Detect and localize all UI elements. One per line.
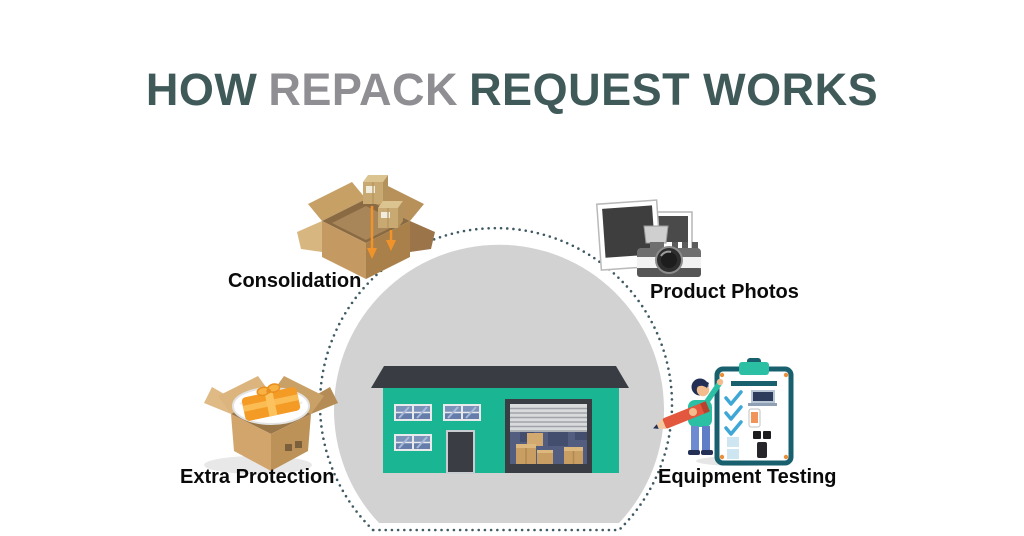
- small-parcel: [378, 201, 403, 228]
- warehouse-door: [446, 430, 475, 474]
- dotted-ring: [318, 226, 674, 532]
- check-marks: [724, 390, 743, 436]
- step-label-extra-protection: Extra Protection: [180, 466, 335, 488]
- drop-arrow: [386, 230, 396, 251]
- title-part-3: REQUEST WORKS: [469, 64, 879, 115]
- wrapped-gift: [241, 383, 301, 421]
- warehouse-window: [394, 404, 432, 421]
- garage-boxes: [516, 433, 583, 464]
- step-label-product-photos: Product Photos: [650, 281, 799, 303]
- title-part-2: REPACK: [268, 64, 459, 115]
- warehouse-window: [443, 404, 481, 421]
- drop-arrow: [367, 206, 377, 259]
- device-thumbnails: [748, 390, 777, 458]
- stacking-boxes-icon: [297, 175, 435, 279]
- warehouse-garage: [505, 399, 592, 473]
- step-label-equipment-testing: Equipment Testing: [658, 466, 837, 488]
- camera-photo-icon: [595, 199, 701, 277]
- warehouse-window: [394, 434, 432, 451]
- checklist-person-icon: [653, 358, 794, 466]
- title-part-1: HOW: [145, 64, 258, 115]
- padded-box-icon: [204, 376, 338, 474]
- clipboard: [714, 358, 794, 466]
- warehouse-roof: [371, 366, 629, 388]
- camera: [637, 225, 701, 277]
- small-parcel: [363, 175, 388, 204]
- big-pencil: [653, 401, 710, 429]
- person: [653, 378, 724, 455]
- warehouse-icon: [371, 366, 629, 474]
- step-label-consolidation: Consolidation: [228, 270, 362, 292]
